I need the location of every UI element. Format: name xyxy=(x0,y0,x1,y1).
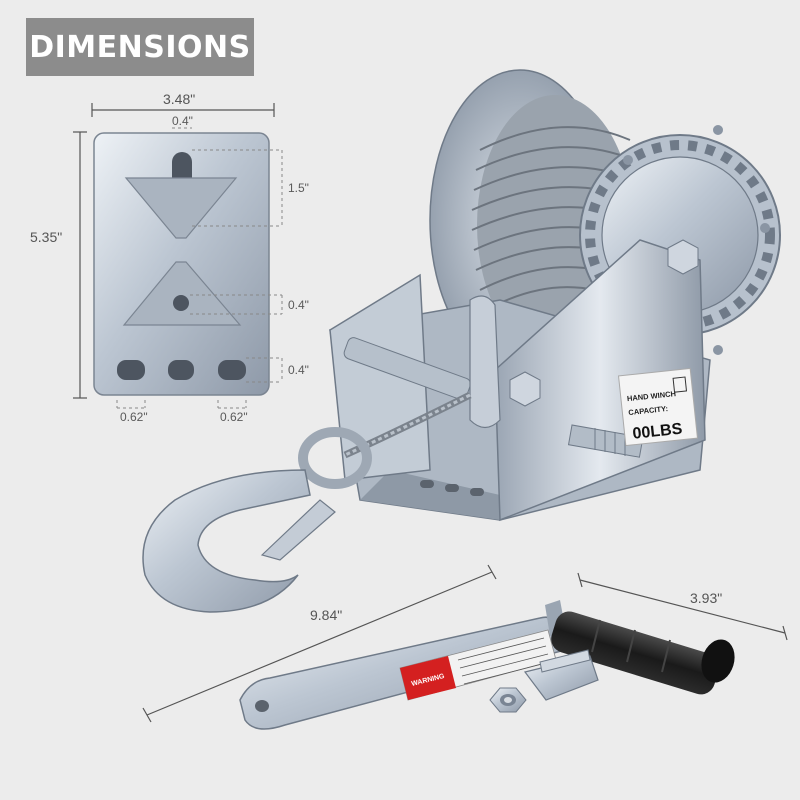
mounting-plate xyxy=(93,132,270,396)
hole-diameter-label: 0.4" xyxy=(288,298,309,312)
slot-length-label: 1.5" xyxy=(288,181,309,195)
bottom-slot-right-label: 0.62" xyxy=(220,410,248,424)
bottom-hole-label: 0.4" xyxy=(288,363,309,377)
capacity-label: HAND WINCH CAPACITY: 00LBS xyxy=(617,367,699,447)
plate-height-label: 5.35" xyxy=(30,229,63,245)
warning-sticker: WARNING xyxy=(399,629,557,701)
label-line-3: 00LBS xyxy=(632,421,684,443)
dimensions-title: DIMENSIONS xyxy=(26,18,254,76)
slot-width-label: 0.4" xyxy=(172,114,193,128)
crank-handle: WARNING xyxy=(239,600,735,730)
plate-width-label: 3.48" xyxy=(163,91,196,107)
bottom-slot-left-label: 0.62" xyxy=(120,410,148,424)
plate-detail-guides xyxy=(116,127,283,409)
grip-length-label: 3.93" xyxy=(690,590,723,606)
hand-winch: HAND WINCH CAPACITY: 00LBS xyxy=(329,69,781,522)
lock-nut xyxy=(489,687,527,713)
handle-length-label: 9.84" xyxy=(310,607,343,623)
bolt-icon xyxy=(509,239,699,407)
hook xyxy=(142,427,372,613)
small-bracket xyxy=(523,649,599,701)
handle-dimension-lines xyxy=(142,564,788,723)
label-line-2: CAPACITY: xyxy=(628,404,668,417)
grip-icon xyxy=(551,611,735,695)
plate-dimension-lines xyxy=(73,103,275,399)
